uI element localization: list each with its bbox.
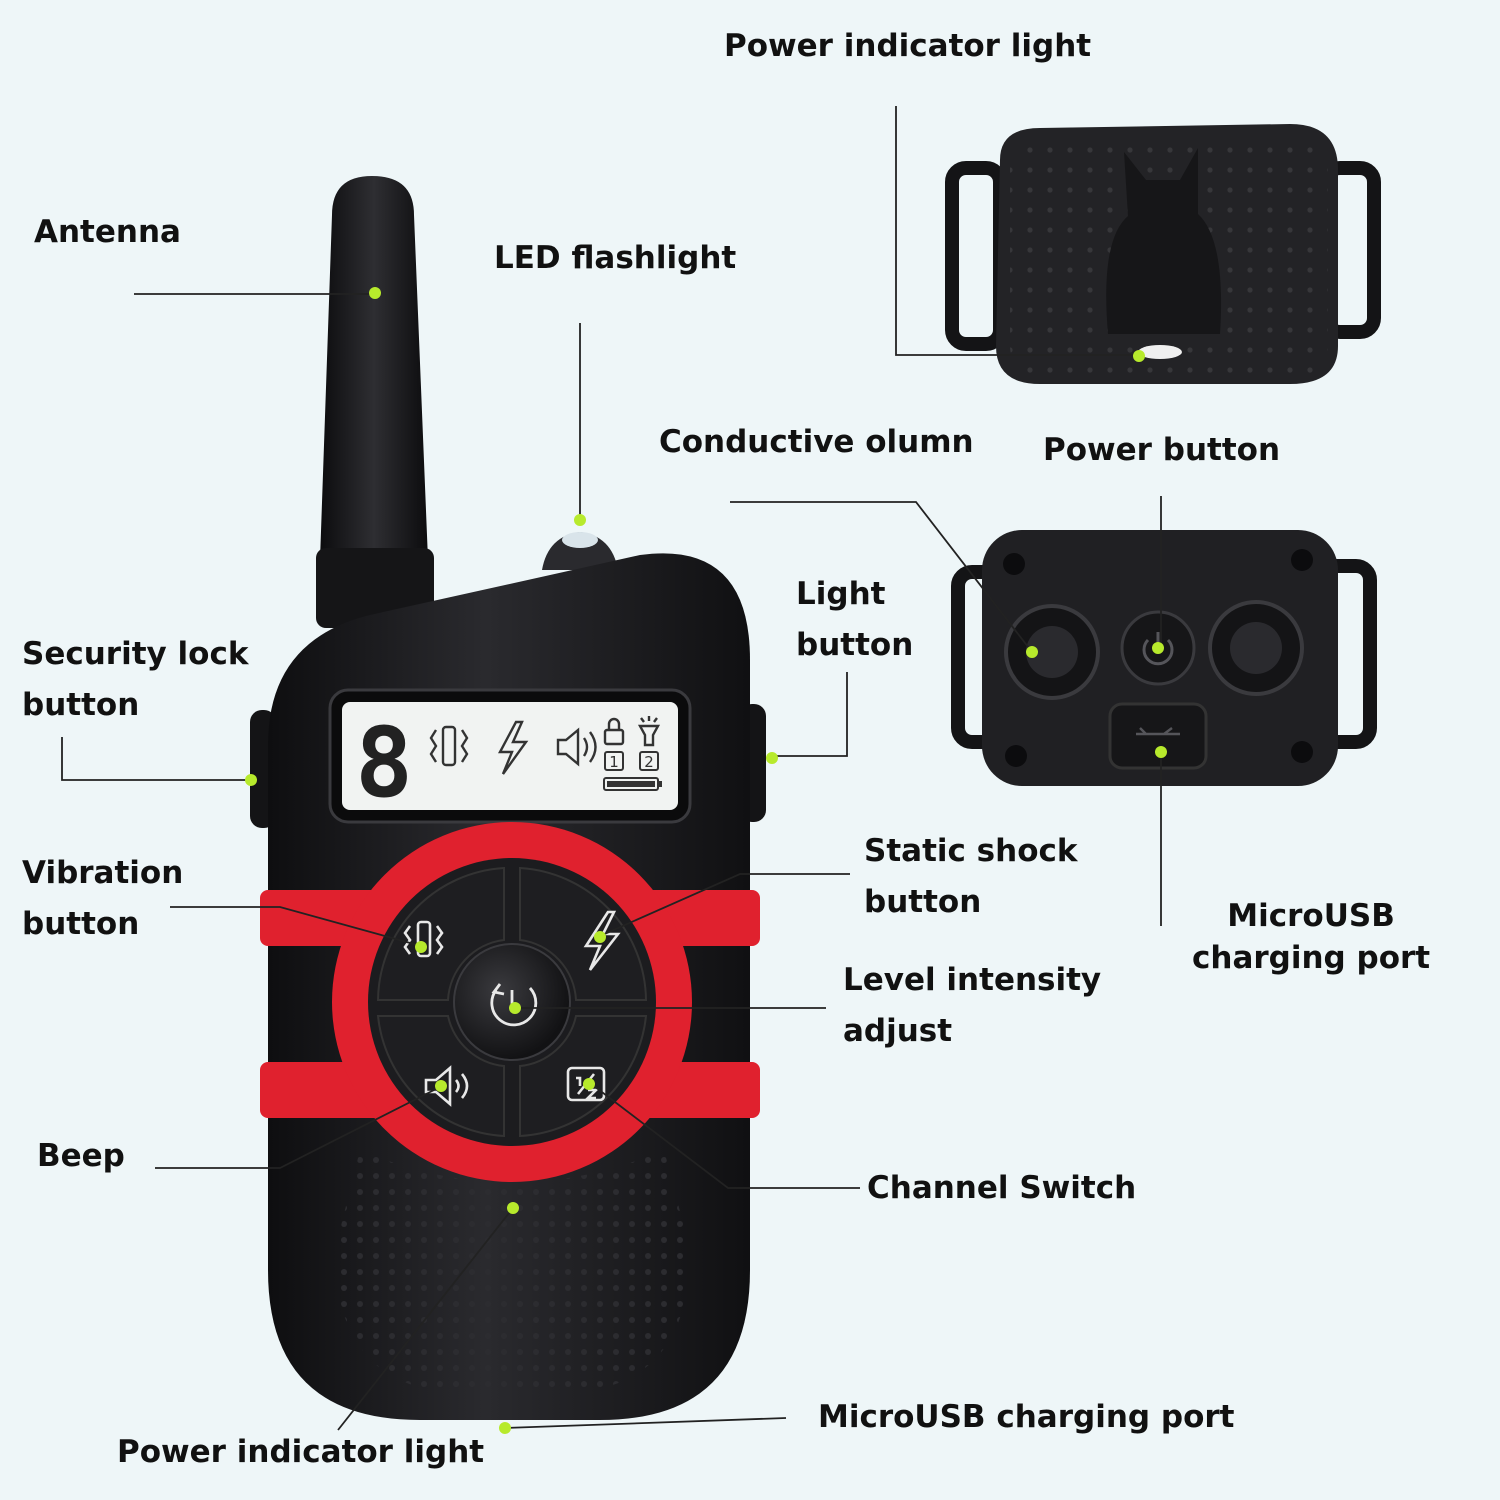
dog-head-emblem	[1106, 148, 1222, 334]
label-power-indicator-light-collar: Power indicator light	[724, 28, 1092, 64]
label-microusb-charging-port-collar: MicroUSB charging port	[1192, 898, 1431, 976]
label-microusb-charging-port-remote: MicroUSB charging port	[818, 1399, 1235, 1435]
dot-power-indicator-remote	[507, 1202, 519, 1214]
label-vibration-button: Vibration button	[22, 855, 184, 942]
collar-usb-cover[interactable]	[1108, 702, 1208, 770]
callout-line-light-button	[772, 672, 848, 757]
callout-line-power-indicator-collar	[895, 106, 1140, 356]
callout-line-power-indicator-remote	[337, 1207, 514, 1431]
dot-conductive-column	[1026, 646, 1038, 658]
lcd-channel-2: 2	[644, 753, 654, 771]
screw-bottom-right	[1291, 741, 1313, 763]
dot-microusb-collar	[1155, 746, 1167, 758]
callout-line-beep	[155, 1086, 441, 1169]
label-light-button: Light button	[796, 576, 914, 663]
label-beep: Beep	[37, 1138, 125, 1174]
channel-switch-button[interactable]	[519, 1015, 648, 1138]
screw-top-left	[1003, 553, 1025, 575]
label-power-indicator-light-remote: Power indicator light	[117, 1434, 485, 1470]
label-conductive-column: Conductive olumn	[659, 424, 974, 460]
static-shock-button[interactable]	[519, 866, 648, 1001]
lcd-battery-icon	[603, 777, 662, 791]
lcd-speaker-icon	[556, 727, 597, 767]
conductive-column-left-tip	[1026, 626, 1078, 678]
label-power-button: Power button	[1043, 432, 1281, 468]
dot-static-shock	[594, 931, 606, 943]
usb-icon	[1136, 727, 1180, 736]
label-security-lock-button: Security lock button	[22, 636, 249, 723]
dot-level-intensity	[509, 1002, 521, 1014]
lcd-channel-2-box	[639, 751, 659, 771]
label-led-flashlight: LED flashlight	[494, 240, 737, 276]
dot-light-button	[766, 752, 778, 764]
collar-strap-loop-left	[945, 161, 1007, 351]
dot-led-flashlight	[574, 514, 586, 526]
speaker-grille	[335, 1150, 690, 1392]
collar-receiver-front	[945, 124, 1381, 384]
callout-line-static-shock	[599, 873, 850, 937]
screw-bottom-left	[1005, 745, 1027, 767]
dot-vibration	[415, 941, 427, 953]
led-flashlight-housing	[542, 532, 618, 570]
speaker-icon	[424, 1065, 469, 1107]
lcd-channel-1: 1	[609, 753, 619, 771]
label-channel-switch: Channel Switch	[867, 1170, 1137, 1206]
callout-dots	[245, 287, 1167, 1434]
vibration-icon	[403, 920, 444, 958]
dot-power-indicator-collar	[1133, 350, 1145, 362]
dot-channel-switch	[583, 1078, 595, 1090]
callout-line-security-lock	[61, 737, 250, 781]
lcd-channel-1-box	[604, 751, 624, 771]
callout-lines	[61, 106, 1162, 1431]
callout-line-channel-switch	[589, 1082, 860, 1189]
dot-beep	[435, 1080, 447, 1092]
label-antenna: Antenna	[34, 214, 181, 250]
lcd-digit: 8	[355, 707, 413, 819]
led-flashlight-lens	[562, 532, 598, 548]
lightning-bolt-icon	[583, 910, 621, 971]
dot-power-button	[1152, 642, 1164, 654]
screw-top-right	[1291, 549, 1313, 571]
callout-line-vibration	[170, 906, 422, 947]
lcd-lightning-icon	[498, 720, 529, 775]
lcd-flashlight-icon	[637, 716, 661, 747]
power-indicator-light	[1138, 345, 1182, 359]
conductive-column-right-tip	[1230, 622, 1282, 674]
callout-line-conductive-column	[730, 501, 1033, 653]
label-static-shock-button: Static shock button	[864, 833, 1078, 920]
dot-antenna	[369, 287, 381, 299]
callout-line-microusb-remote	[504, 1417, 787, 1429]
dot-security-lock	[245, 774, 257, 786]
antenna	[320, 176, 428, 560]
remote-transmitter: 8 1 2	[250, 176, 766, 1420]
lcd-lock-icon	[603, 717, 625, 746]
lcd-vibration-icon	[429, 725, 469, 767]
label-level-intensity-adjust: Level intensity adjust	[843, 962, 1102, 1049]
collar-receiver-back	[951, 530, 1377, 786]
dot-microusb-remote	[499, 1422, 511, 1434]
